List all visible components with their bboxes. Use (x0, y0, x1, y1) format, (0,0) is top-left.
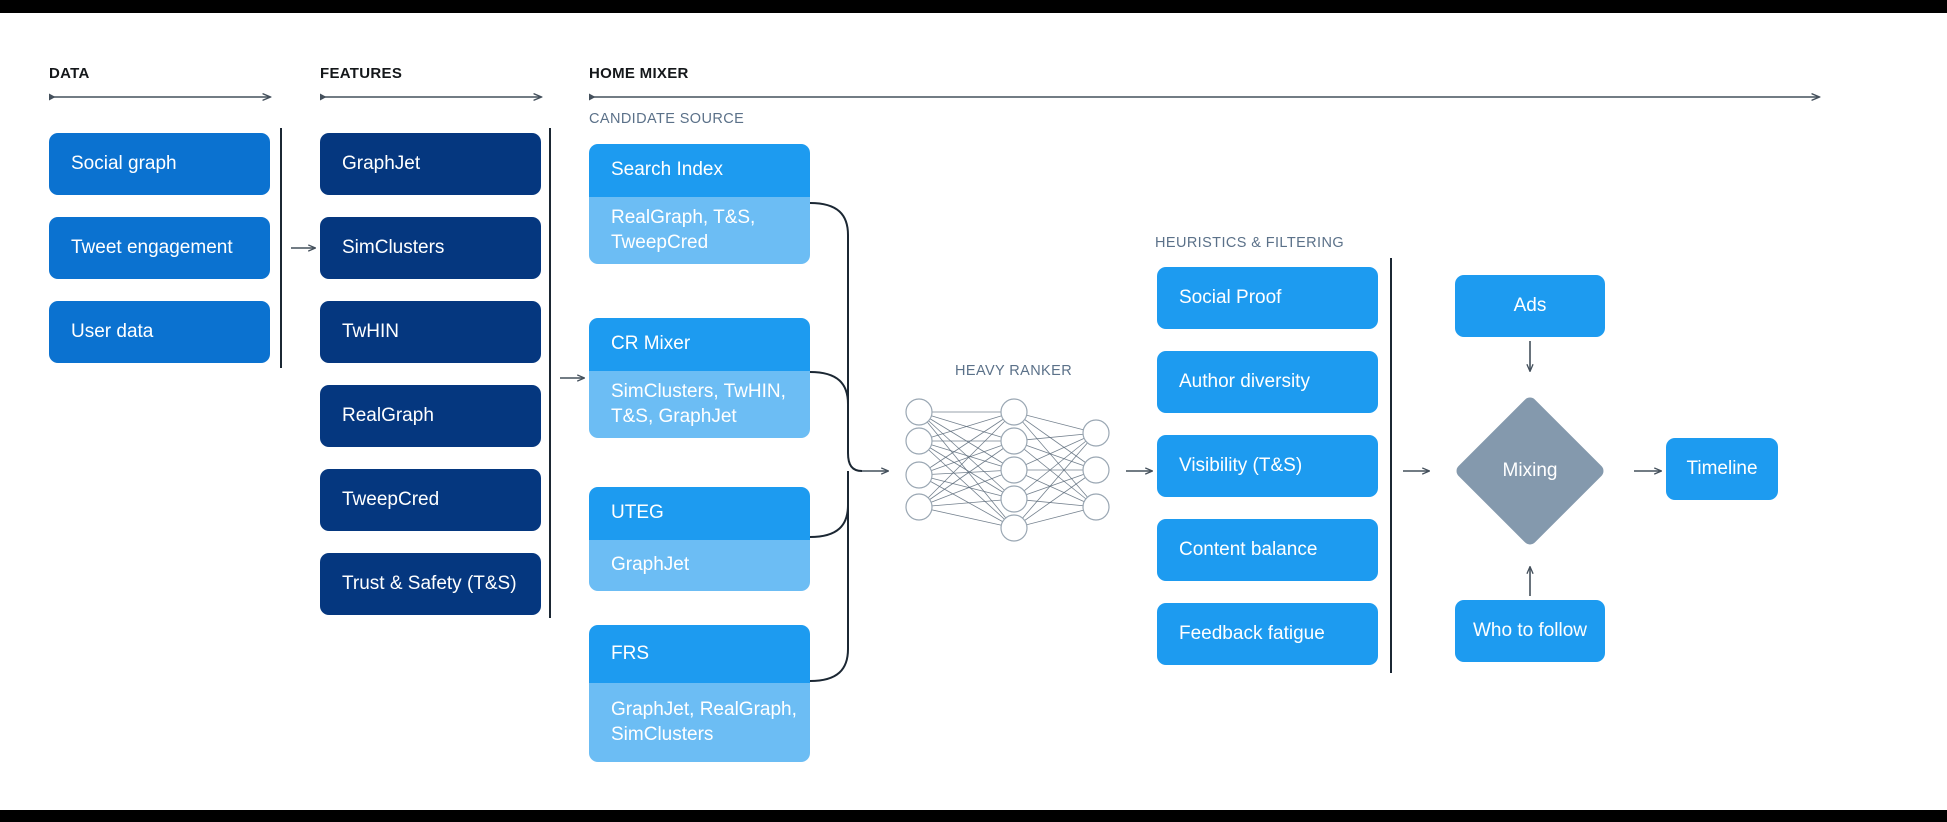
letterbox-bottom-bar (0, 810, 1947, 822)
phase-label-home-mixer: HOME MIXER (589, 65, 689, 82)
sublabel-candidate-source: CANDIDATE SOURCE (589, 111, 745, 127)
data-box-user-data[interactable]: User data (49, 301, 270, 363)
mixing-label: Mixing (1502, 460, 1558, 481)
pipeline-diagram: DATA FEATURES HOME MIXER CANDIDATE SOURC… (0, 13, 1947, 810)
who-to-follow-box[interactable]: Who to follow (1455, 600, 1605, 662)
sublabel-heuristics-filtering: HEURISTICS & FILTERING (1155, 235, 1344, 251)
candidate-source-features: RealGraph, T&S, TweepCred (589, 197, 810, 264)
data-box-tweet-engagement[interactable]: Tweet engagement (49, 217, 270, 279)
feature-box-tweepcred[interactable]: TweepCred (320, 469, 541, 531)
candidate-source-name: Search Index (589, 144, 810, 197)
letterbox-top-bar (0, 0, 1947, 13)
data-box-social-graph[interactable]: Social graph (49, 133, 270, 195)
heuristic-box-content-balance[interactable]: Content balance (1157, 519, 1378, 581)
candidate-source-name: FRS (589, 625, 810, 683)
heavy-ranker-network (905, 398, 1110, 542)
candidate-source-search-index[interactable]: Search Index RealGraph, T&S, TweepCred (589, 144, 810, 264)
candidate-source-features: GraphJet (589, 540, 810, 591)
phase-label-data: DATA (49, 65, 90, 82)
divider-data-features (280, 128, 282, 368)
connector-overlay (49, 13, 1947, 682)
ads-box[interactable]: Ads (1455, 275, 1605, 337)
heuristic-box-visibility[interactable]: Visibility (T&S) (1157, 435, 1378, 497)
feature-box-twhin[interactable]: TwHIN (320, 301, 541, 363)
candidate-source-features: SimClusters, TwHIN, T&S, GraphJet (589, 371, 810, 438)
candidate-source-uteg[interactable]: UTEG GraphJet (589, 487, 810, 591)
candidate-source-brace (809, 202, 863, 682)
feature-box-graphjet[interactable]: GraphJet (320, 133, 541, 195)
candidate-source-features: GraphJet, RealGraph, SimClusters (589, 683, 810, 762)
timeline-box[interactable]: Timeline (1666, 438, 1778, 500)
candidate-source-cr-mixer[interactable]: CR Mixer SimClusters, TwHIN, T&S, GraphJ… (589, 318, 810, 438)
heuristic-box-feedback-fatigue[interactable]: Feedback fatigue (1157, 603, 1378, 665)
candidate-source-name: UTEG (589, 487, 810, 540)
divider-features-mixer (549, 128, 551, 618)
candidate-source-name: CR Mixer (589, 318, 810, 371)
phase-label-features: FEATURES (320, 65, 403, 82)
feature-box-simclusters[interactable]: SimClusters (320, 217, 541, 279)
heuristic-box-author-diversity[interactable]: Author diversity (1157, 351, 1378, 413)
sublabel-heavy-ranker: HEAVY RANKER (955, 363, 1073, 379)
feature-box-realgraph[interactable]: RealGraph (320, 385, 541, 447)
heuristic-box-social-proof[interactable]: Social Proof (1157, 267, 1378, 329)
divider-heuristics-mixing (1390, 258, 1392, 673)
candidate-source-frs[interactable]: FRS GraphJet, RealGraph, SimClusters (589, 625, 810, 762)
feature-box-trust-safety[interactable]: Trust & Safety (T&S) (320, 553, 541, 615)
